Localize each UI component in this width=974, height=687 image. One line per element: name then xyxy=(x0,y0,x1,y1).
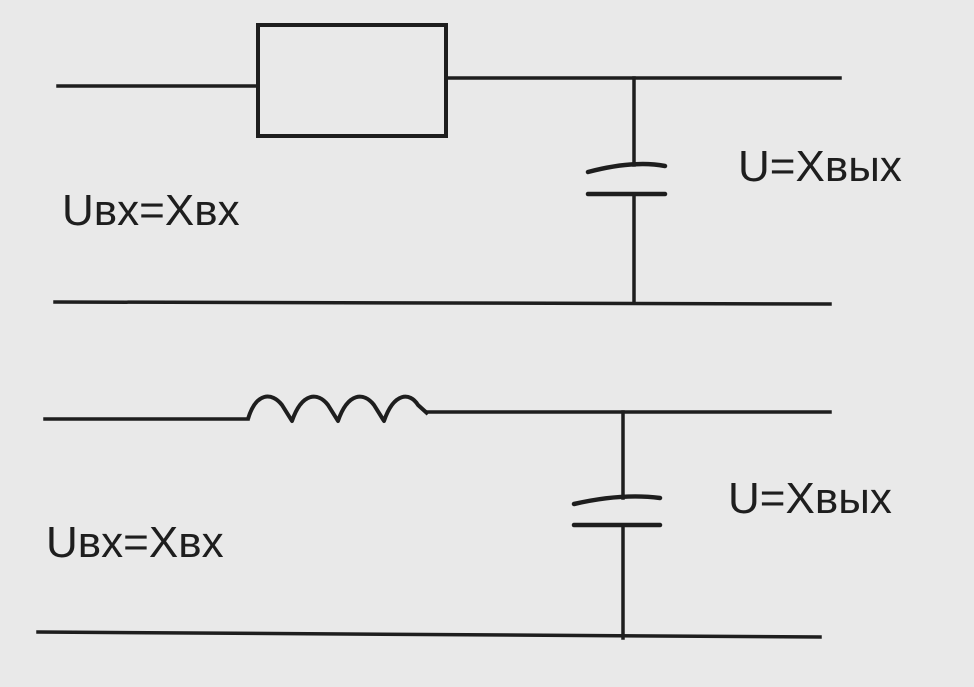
bottom-circuit xyxy=(36,394,832,640)
top-input-label: Uвх=Xвх xyxy=(62,186,240,235)
bottom-output-label: U=Xвых xyxy=(728,474,892,523)
top-circuit xyxy=(53,23,842,306)
top-capacitor-plate-upper xyxy=(585,161,668,175)
top-ground-wire xyxy=(53,300,832,306)
bottom-capacitor-plate-upper xyxy=(571,494,663,507)
bottom-resistor-zigzag xyxy=(246,394,430,423)
bottom-input-label: Uвх=Xвх xyxy=(46,518,224,567)
top-output-label: U=Xвых xyxy=(738,142,902,191)
top-resistor xyxy=(256,23,448,138)
bottom-ground-wire xyxy=(36,630,822,639)
